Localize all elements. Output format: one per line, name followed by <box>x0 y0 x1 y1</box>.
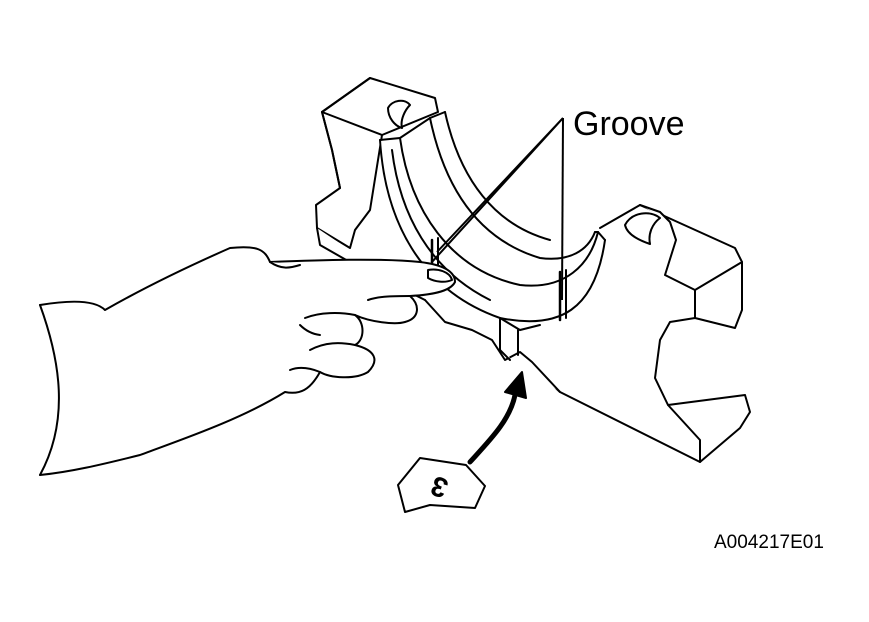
number-mark-badge-icon: 3 <box>397 457 486 513</box>
hand-pointer-icon <box>39 246 456 476</box>
bearing-shell-icon <box>379 111 606 332</box>
groove-leader-inner <box>431 117 564 263</box>
groove-label: Groove <box>573 105 685 143</box>
figure-code: A004217E01 <box>714 532 824 553</box>
groove-leader-lines <box>431 117 564 301</box>
groove-leader-right <box>561 117 564 301</box>
curved-arrow-icon <box>467 371 527 465</box>
